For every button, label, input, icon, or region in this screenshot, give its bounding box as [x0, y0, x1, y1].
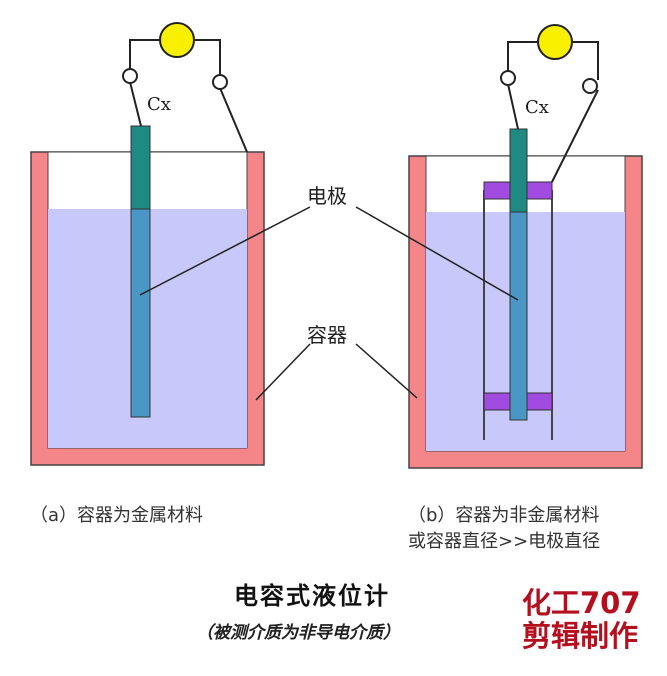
caption-a: （a）容器为金属材料: [30, 505, 203, 526]
caption-b-line2: 或容器直径>>电极直径: [408, 531, 600, 552]
wire-a-right: [195, 39, 248, 153]
terminal-b-right: [582, 78, 598, 94]
callouts: 电极 容器: [139, 184, 519, 401]
terminal-a-right: [212, 74, 228, 90]
electrode-b-top: [509, 128, 528, 214]
electrode-b-submerged: [509, 211, 528, 421]
meter-a-icon: [159, 22, 195, 58]
container-leader-a: [255, 343, 311, 401]
wire-b-left: [507, 41, 538, 130]
wire-b-right: [551, 41, 599, 183]
watermark-line1: 化工707: [522, 586, 641, 620]
cx-label-b: Cx: [525, 97, 549, 118]
container-label: 容器: [307, 323, 347, 347]
caption-b-line1: （b）容器为非金属材料: [408, 505, 599, 526]
page-subtitle: （被测介质为非导电介质）: [196, 623, 400, 643]
electrode-a-top: [130, 125, 151, 211]
electrode-leader-b: [355, 206, 519, 301]
electrode-leader-a: [139, 206, 311, 296]
cx-label-a: Cx: [147, 94, 171, 115]
electrode-a-submerged: [130, 208, 151, 418]
terminal-b-left: [500, 70, 516, 86]
terminal-a-left: [122, 68, 138, 84]
diagram-b: Cx （b）容器为非金属材料 或容器直径>>电极直径: [408, 24, 643, 552]
diagram-a: Cx （a）容器为金属材料: [30, 22, 265, 526]
container-leader-b: [355, 343, 418, 399]
page-title: 电容式液位计: [234, 582, 390, 610]
watermark-line2: 剪辑制作: [522, 619, 638, 653]
electrode-label: 电极: [307, 184, 347, 208]
wire-a-left: [129, 39, 160, 127]
meter-b-icon: [537, 24, 573, 60]
